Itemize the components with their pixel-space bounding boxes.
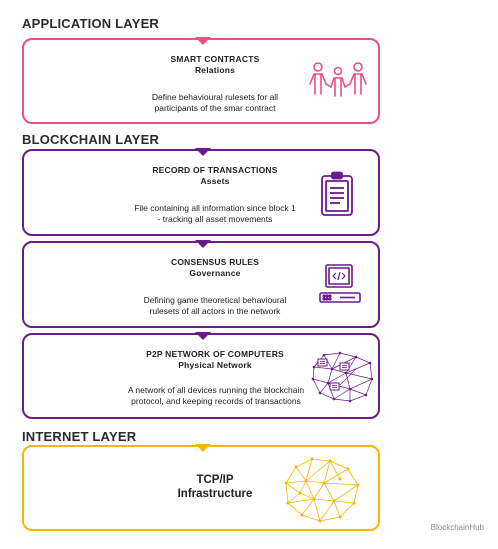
p2p-desc-line2: protocol, and keeping records of transac… [131, 396, 301, 406]
record-desc-line1: File containing all information since bl… [134, 203, 296, 213]
blockchain-layer-title: BLOCKCHAIN LAYER [22, 132, 160, 147]
p2p-subtitle: Physical Network [178, 360, 252, 370]
record-desc-line2: - tracking all asset movements [157, 214, 273, 224]
tcpip-subtitle: Infrastructure [177, 488, 253, 500]
smart-contracts-desc-line2: participants of the smar contract [154, 103, 276, 113]
consensus-title: CONSENSUS RULES [170, 257, 259, 267]
record-title: RECORD OF TRANSACTIONS [152, 165, 278, 175]
consensus-subtitle: Governance [189, 268, 241, 278]
clipboard-icon [321, 171, 353, 216]
brand-watermark: BlockchainHub [430, 523, 484, 532]
consensus-rules-box: CONSENSUS RULES Governance Defining game… [22, 240, 380, 328]
smart-contracts-box: SMART CONTRACTS Relations Define behavio… [22, 37, 380, 124]
application-layer-title: APPLICATION LAYER [22, 16, 160, 31]
smart-contracts-desc-line1: Define behavioural rulesets for all [151, 92, 279, 102]
internet-layer-title: INTERNET LAYER [22, 429, 137, 444]
consensus-desc-line1: Defining game theoretical behavioural [143, 295, 287, 305]
p2p-network-box: P2P NETWORK OF COMPUTERS Physical Networ… [22, 332, 380, 419]
people-group-icon [309, 62, 367, 97]
computer-icon [319, 264, 361, 303]
smart-contracts-title: SMART CONTRACTS [170, 54, 260, 64]
smart-contracts-subtitle: Relations [194, 65, 236, 75]
record-subtitle: Assets [200, 176, 230, 186]
tcpip-title: TCP/IP [196, 474, 234, 486]
network-mesh-icon [311, 351, 374, 403]
record-of-transactions-box: RECORD OF TRANSACTIONS Assets File conta… [22, 148, 380, 236]
consensus-desc-line2: rulesets of all actors in the network [149, 306, 281, 316]
p2p-title: P2P NETWORK OF COMPUTERS [146, 349, 284, 359]
mesh-globe-icon [284, 457, 360, 523]
p2p-desc-line1: A network of all devices running the blo… [127, 385, 305, 395]
tcpip-box: TCP/IP Infrastructure [22, 444, 380, 531]
